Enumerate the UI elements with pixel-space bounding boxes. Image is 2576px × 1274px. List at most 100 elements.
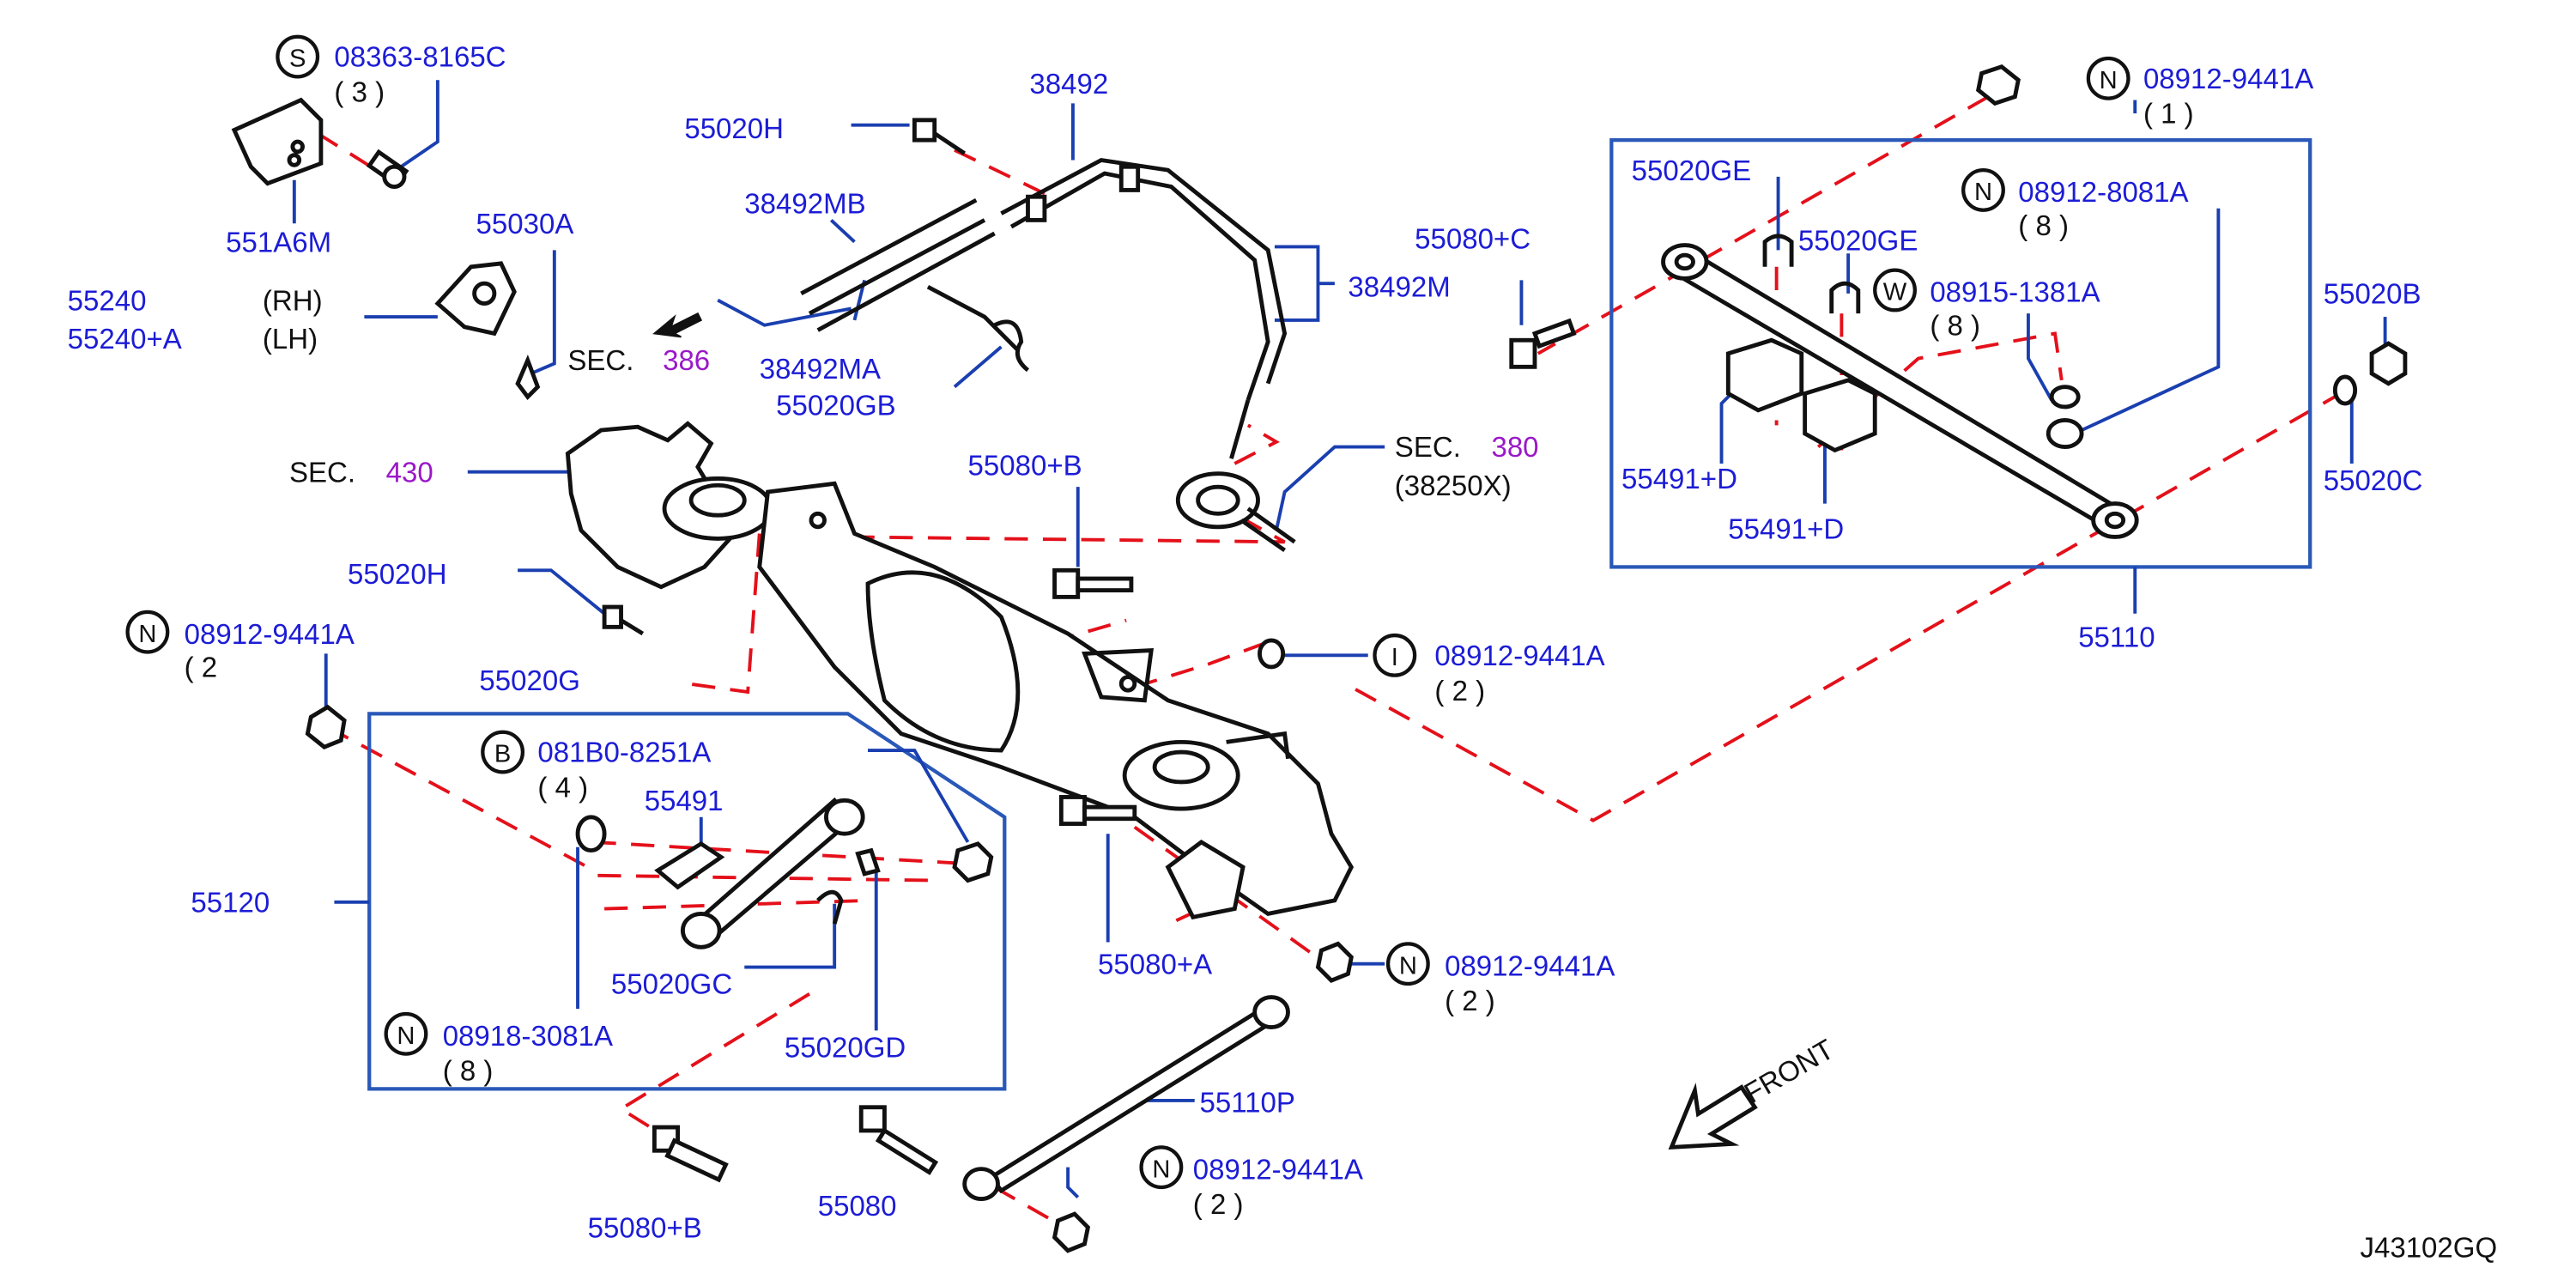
part-label-55080[interactable]: 55080 xyxy=(818,1190,897,1222)
fastener-qty: ( 3 ) xyxy=(334,76,385,107)
part-label-55080a[interactable]: 55080+A xyxy=(1098,948,1212,980)
part-label-55491d-a[interactable]: 55491+D xyxy=(1621,463,1737,494)
arrow-icon xyxy=(652,312,703,338)
nut-icon[interactable] xyxy=(1052,1211,1091,1253)
u-bolts-and-pads[interactable] xyxy=(1725,234,1877,453)
part-label-55080b-top[interactable]: 55080+B xyxy=(968,450,1082,482)
drawing-id: J43102GQ xyxy=(2360,1232,2497,1264)
part-label-55080b-bottom[interactable]: 55080+B xyxy=(588,1211,702,1243)
phantom-lines xyxy=(316,94,2345,1229)
nut-icon[interactable] xyxy=(305,704,347,749)
section-ref-sub: (38250X) xyxy=(1395,470,1512,501)
bolt-55080a[interactable] xyxy=(1058,795,1137,826)
part-label-38492mb[interactable]: 38492MB xyxy=(744,188,865,220)
bolt-55020h-top[interactable] xyxy=(912,118,967,155)
part-label-38492ma[interactable]: 38492MA xyxy=(760,353,881,385)
bolt-55080c[interactable] xyxy=(1509,318,1577,369)
section-ref-number[interactable]: 380 xyxy=(1491,431,1538,463)
part-label-55020gd[interactable]: 55020GD xyxy=(785,1031,906,1063)
bolt-55080b-top[interactable] xyxy=(1052,567,1134,599)
fastener-number[interactable]: 08912-9441A xyxy=(1445,949,1615,981)
washer-icon[interactable] xyxy=(1258,638,1286,670)
pinion-assembly[interactable] xyxy=(1175,471,1296,552)
part-label-55020gc[interactable]: 55020GC xyxy=(611,968,732,1000)
part-label-551a6m[interactable]: 551A6M xyxy=(226,226,331,258)
section-ref-prefix: SEC. xyxy=(1395,431,1461,463)
part-label-38492m[interactable]: 38492M xyxy=(1348,271,1450,303)
part-label-55030a[interactable]: 55030A xyxy=(476,208,574,240)
fastener-number[interactable]: 08912-9441A xyxy=(1193,1153,1363,1185)
section-ref-prefix: SEC. xyxy=(289,456,355,488)
fastener-number[interactable]: 08912-9441A xyxy=(1434,640,1604,671)
fastener-number[interactable]: 081B0-8251A xyxy=(537,737,711,768)
fastener-number[interactable]: 08912-8081A xyxy=(2018,176,2188,208)
fastener-symbol: N xyxy=(397,1022,415,1050)
part-label-55080c[interactable]: 55080+C xyxy=(1415,222,1530,254)
part-label-38492[interactable]: 38492 xyxy=(1029,68,1108,100)
nut-icon[interactable] xyxy=(1315,941,1354,983)
front-label: FRONT xyxy=(1738,1033,1839,1109)
fastener-qty: ( 8 ) xyxy=(1930,309,1980,341)
upper-link-detail-box xyxy=(1609,138,2312,569)
fastener-qty: ( 2 xyxy=(185,652,218,683)
section-ref-number[interactable]: 430 xyxy=(386,456,433,488)
part-label-55020b[interactable]: 55020B xyxy=(2324,278,2421,310)
fastener-qty: ( 2 ) xyxy=(1434,675,1485,707)
upper-link-55110[interactable] xyxy=(1661,243,2139,539)
part-label-55110p[interactable]: 55110P xyxy=(1200,1087,1295,1119)
part-label-55020h-mid[interactable]: 55020H xyxy=(348,558,447,590)
nut-icon[interactable] xyxy=(2046,418,2084,449)
part-label-55491d-b[interactable]: 55491+D xyxy=(1728,513,1844,544)
lower-link-55120[interactable] xyxy=(575,797,994,949)
fastener-symbol: N xyxy=(1152,1156,1170,1183)
bracket-55240[interactable] xyxy=(434,261,541,400)
fastener-number[interactable]: 08912-9441A xyxy=(185,618,355,650)
rear-suspension-member[interactable] xyxy=(565,421,1355,920)
fastener-qty: ( 2 ) xyxy=(1445,985,1495,1016)
fastener-number[interactable]: 08915-1381A xyxy=(1930,276,2100,308)
fastener-number[interactable]: 08363-8165C xyxy=(334,41,506,73)
section-ref-number[interactable]: 386 xyxy=(663,344,710,376)
fastener-qty: ( 1 ) xyxy=(2143,98,2194,130)
fastener-symbol: B xyxy=(494,741,511,768)
bolt-55080b-bottom[interactable] xyxy=(652,1125,729,1183)
fastener-symbol: W xyxy=(1883,279,1907,306)
fastener-qty: ( 2 ) xyxy=(1193,1188,1244,1220)
bracket-551a6m[interactable] xyxy=(231,97,324,186)
front-arrow-icon xyxy=(1668,1083,1758,1150)
fastener-symbol: N xyxy=(1974,179,1992,206)
part-label-55020h-top[interactable]: 55020H xyxy=(684,112,784,144)
side-tag-lh: (LH) xyxy=(263,323,318,355)
nut-icon[interactable] xyxy=(1975,64,2021,106)
part-label-55020ge-a[interactable]: 55020GE xyxy=(1632,155,1752,186)
side-tag-rh: (RH) xyxy=(263,284,323,316)
part-label-55491[interactable]: 55491 xyxy=(645,785,724,816)
fastener-qty: ( 8 ) xyxy=(443,1055,494,1087)
part-label-55240a[interactable]: 55240+A xyxy=(68,323,182,355)
bolt-icon[interactable] xyxy=(366,149,409,189)
lower-link-detail-box xyxy=(367,712,1007,1091)
fastener-symbol: N xyxy=(2100,67,2118,94)
brake-lines[interactable] xyxy=(800,157,1288,459)
part-label-55120[interactable]: 55120 xyxy=(191,886,270,918)
bolt-55020h-mid[interactable] xyxy=(602,604,645,636)
nut-55020b[interactable] xyxy=(2369,341,2408,386)
part-label-55020ge-b[interactable]: 55020GE xyxy=(1798,224,1918,256)
washer-55020c[interactable] xyxy=(2332,374,2358,406)
fastener-qty: ( 8 ) xyxy=(2018,209,2069,241)
fastener-number[interactable]: 08918-3081A xyxy=(443,1020,613,1052)
part-label-55020c[interactable]: 55020C xyxy=(2324,464,2423,496)
fastener-symbol: N xyxy=(1399,952,1417,980)
part-label-55020gb[interactable]: 55020GB xyxy=(776,390,896,422)
part-label-55110[interactable]: 55110 xyxy=(2078,622,2155,653)
fastener-qty: ( 4 ) xyxy=(537,771,588,803)
rod-55110p[interactable] xyxy=(962,995,1290,1202)
fastener-symbol: S xyxy=(289,46,306,73)
part-label-55240[interactable]: 55240 xyxy=(68,284,147,316)
part-label-55020g[interactable]: 55020G xyxy=(479,664,580,696)
fastener-number[interactable]: 08912-9441A xyxy=(2143,63,2313,94)
fastener-symbol: N xyxy=(138,621,156,648)
bolt-55080[interactable] xyxy=(858,1105,939,1175)
washer-icon[interactable] xyxy=(2049,385,2081,410)
